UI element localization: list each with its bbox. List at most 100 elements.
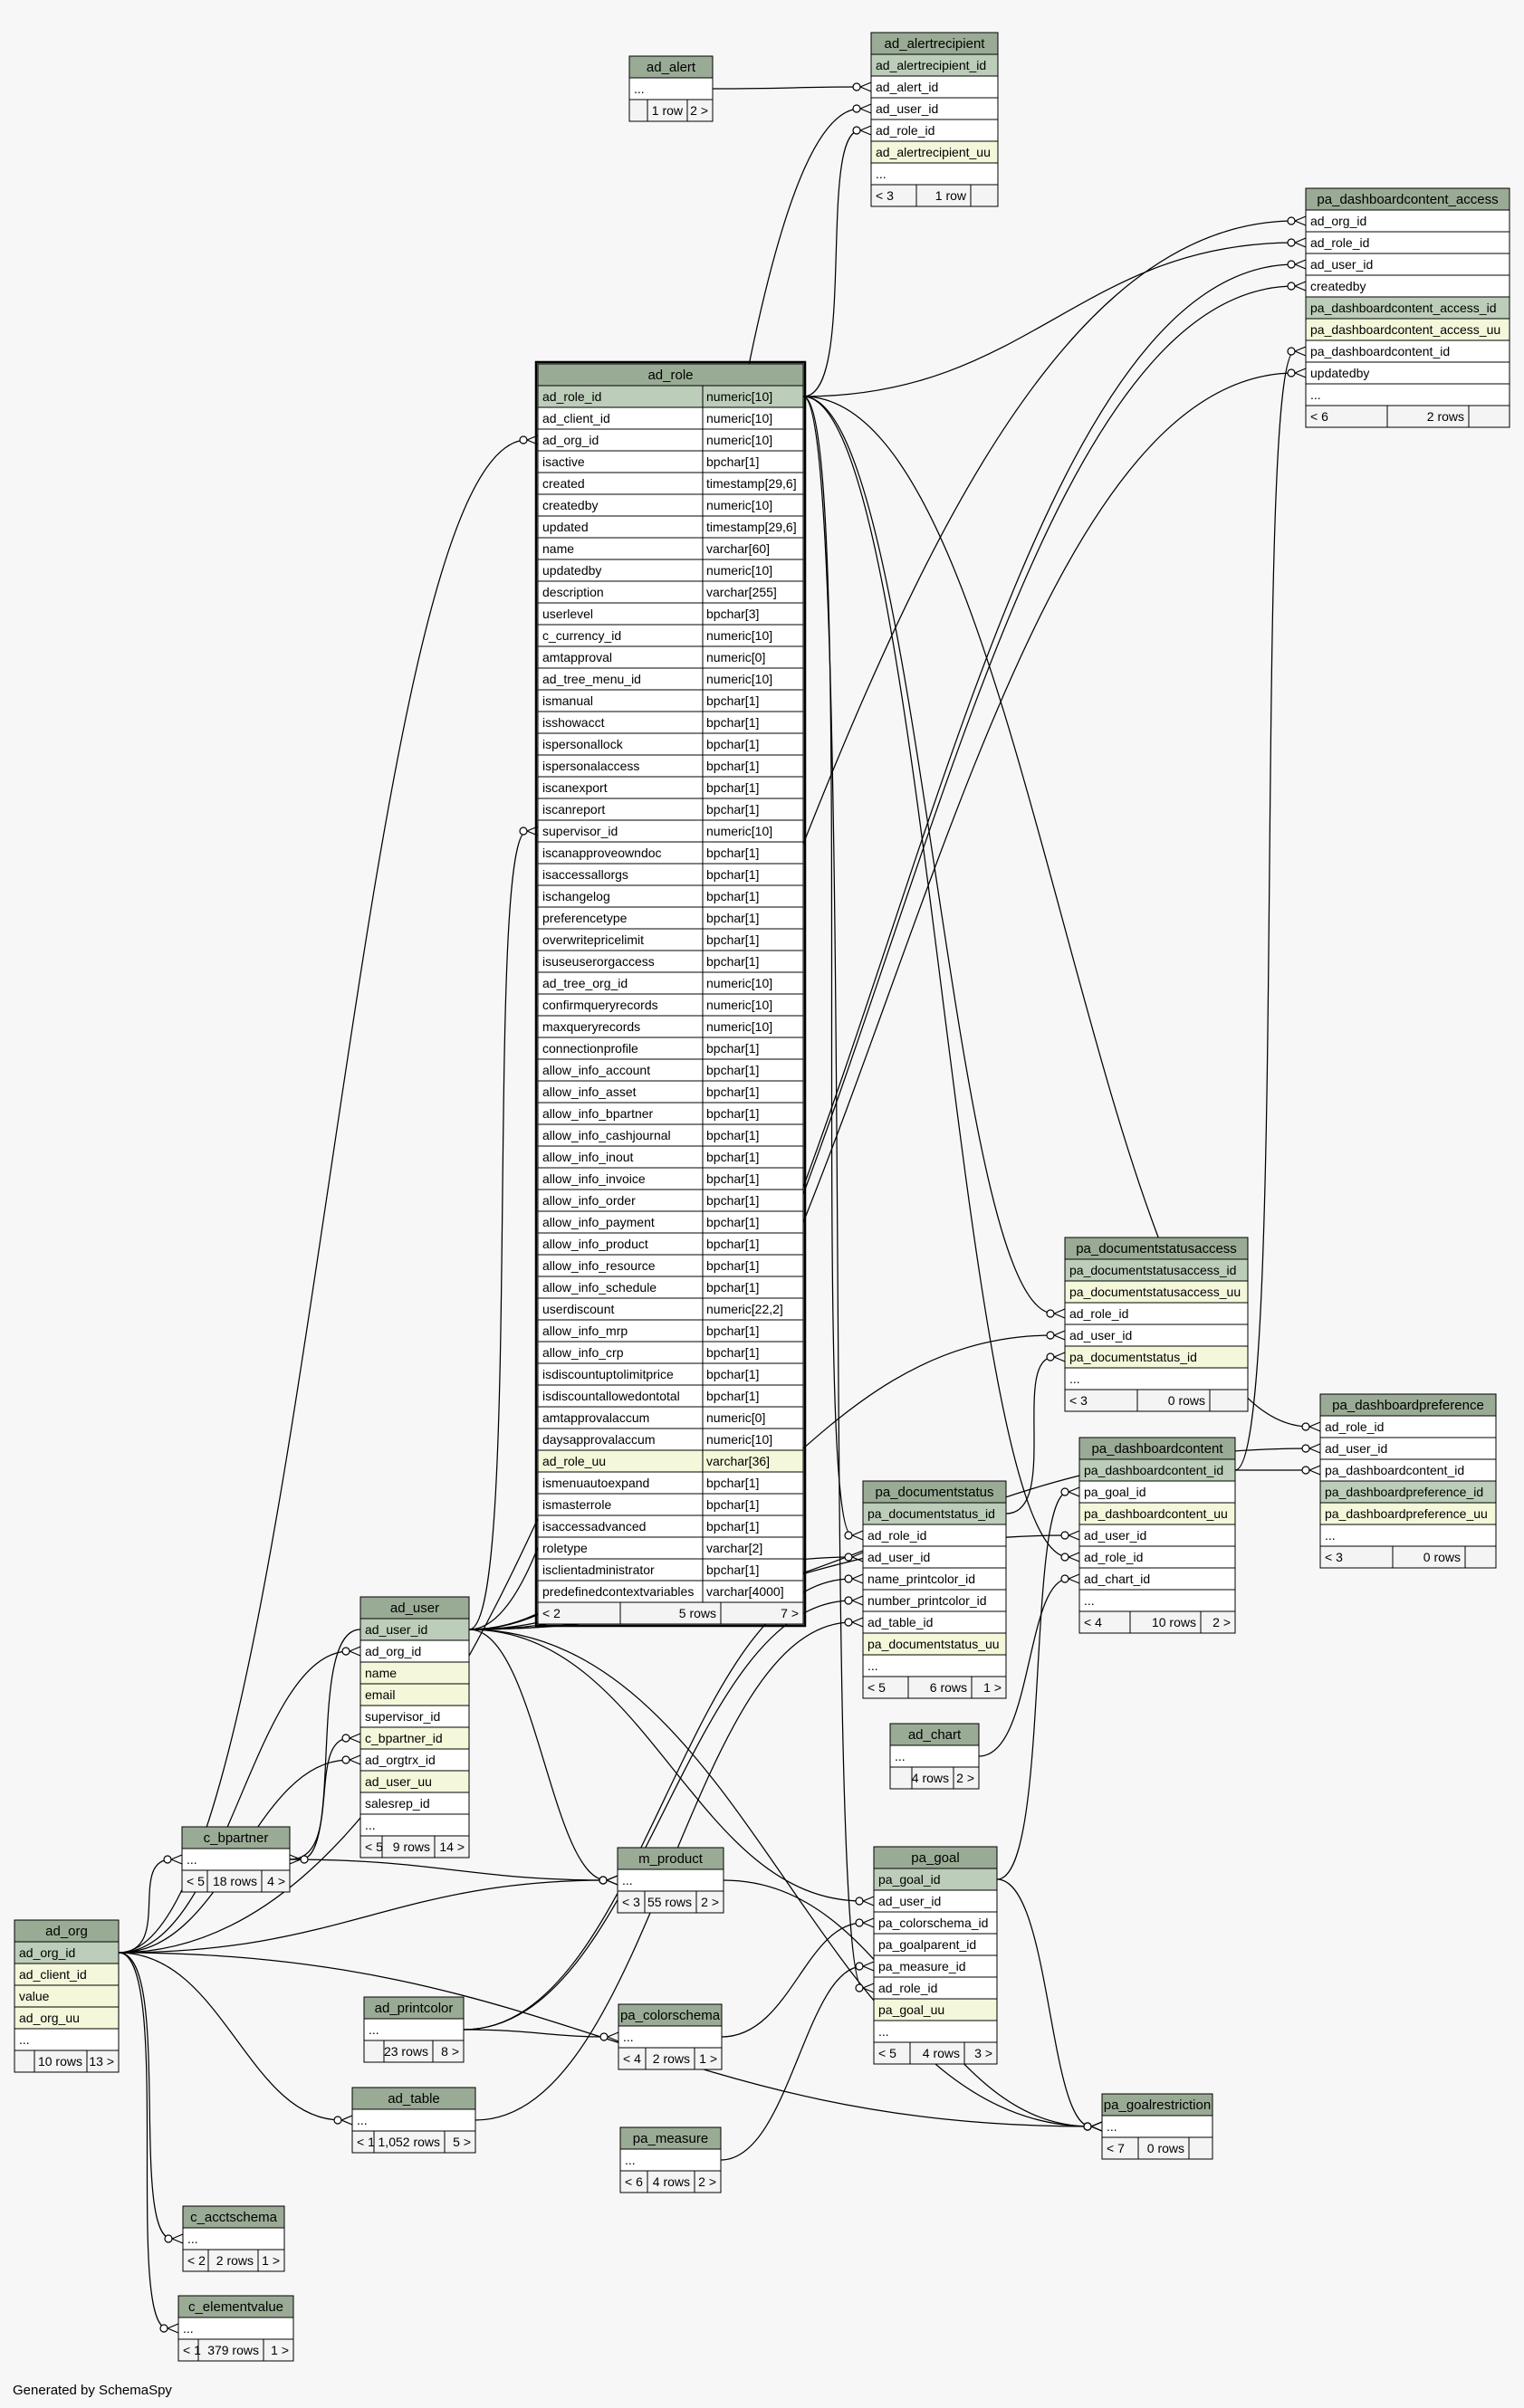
footer-children-link[interactable]: 3 >: [974, 2046, 992, 2060]
optional-circle-marker: [163, 1855, 172, 1864]
crows-foot-marker: [167, 2327, 179, 2334]
optional-circle-marker: [844, 1618, 853, 1627]
column-type: bpchar[1]: [706, 737, 759, 751]
footer-parents-link[interactable]: < 6: [625, 2174, 643, 2189]
column-row: [537, 1037, 804, 1060]
footer-parents-link[interactable]: < 2: [187, 2253, 206, 2268]
footer-children-link[interactable]: 13 >: [89, 2054, 114, 2069]
footer-parents-link[interactable]: < 5: [365, 1839, 383, 1854]
footer-children-link[interactable]: 2 >: [956, 1771, 974, 1785]
table-header: [873, 1846, 998, 1869]
column-row: [537, 1471, 804, 1495]
footer-parents-link[interactable]: < 4: [1084, 1615, 1102, 1629]
footer-children-link[interactable]: 2 >: [1212, 1615, 1231, 1629]
table-ad_org[interactable]: ad_orgad_org_idad_client_idvaluead_org_u…: [14, 1919, 120, 2073]
column-name: ad_alertrecipient_id: [876, 58, 986, 72]
column-name: iscanexport: [542, 780, 608, 795]
table-pa_documentstatusaccess[interactable]: pa_documentstatusaccesspa_documentstatus…: [1064, 1237, 1249, 1412]
footer-children-link[interactable]: 7 >: [781, 1606, 799, 1620]
footer-children-link[interactable]: 2 >: [690, 103, 708, 118]
column-row: [537, 1210, 804, 1234]
footer-children-link[interactable]: 2 >: [698, 2174, 716, 2189]
footer-children-link[interactable]: 4 >: [267, 1874, 285, 1888]
table-footer: [1319, 1545, 1497, 1569]
column-name: supervisor_id: [365, 1709, 440, 1724]
table-pa_documentstatus[interactable]: pa_documentstatuspa_documentstatus_idad_…: [862, 1480, 1007, 1699]
footer-parents-link[interactable]: < 6: [1310, 409, 1328, 424]
footer-parents-link[interactable]: < 7: [1107, 2141, 1125, 2155]
column-name: ismanual: [542, 693, 593, 708]
table-pa_goal[interactable]: pa_goalpa_goal_idad_user_idpa_colorschem…: [873, 1846, 998, 2065]
table-ad_alertrecipient[interactable]: ad_alertrecipientad_alertrecipient_idad_…: [870, 32, 999, 207]
crows-foot-marker: [859, 103, 872, 110]
column-row: [862, 1589, 1007, 1612]
footer-parents-link[interactable]: < 1: [357, 2135, 375, 2149]
footer-children-link[interactable]: 5 >: [453, 2135, 471, 2149]
table-pa_dashboardcontent[interactable]: pa_dashboardcontentpa_dashboardcontent_i…: [1078, 1437, 1236, 1634]
footer-children-link[interactable]: 1 >: [699, 2051, 717, 2066]
crows-foot-marker: [1068, 1486, 1080, 1493]
table-pa_dashboardcontent_access[interactable]: pa_dashboardcontent_accessad_org_idad_ro…: [1305, 187, 1510, 428]
footer-parents-link[interactable]: < 4: [623, 2051, 641, 2066]
optional-circle-marker: [341, 1755, 350, 1764]
column-name: ad_user_id: [365, 1622, 427, 1637]
relationship-edge: [118, 1859, 172, 1954]
crows-foot-marker: [862, 1987, 875, 1993]
column-name: allow_info_order: [542, 1193, 636, 1208]
relationship-edge: [118, 1952, 342, 2121]
footer-children-link[interactable]: 14 >: [439, 1839, 465, 1854]
footer-parents-link[interactable]: < 2: [542, 1606, 561, 1620]
table-footer: [618, 2047, 723, 2070]
optional-circle-marker: [1046, 1331, 1055, 1340]
relationship-edge: [802, 396, 1055, 1314]
table-header: [889, 1723, 980, 1746]
table-pa_dashboardpreference[interactable]: pa_dashboardpreferencead_role_idad_user_…: [1319, 1393, 1497, 1569]
table-footer: [1078, 1610, 1236, 1634]
column-name: isdiscountallowedontotal: [542, 1389, 680, 1403]
column-name: amtapproval: [542, 650, 612, 664]
relationship-edge: [468, 1629, 608, 1881]
footer-parents-link[interactable]: < 5: [187, 1874, 205, 1888]
crows-foot-marker: [862, 1922, 875, 1928]
footer-parents-link[interactable]: < 3: [622, 1895, 640, 1909]
footer-children-link[interactable]: 2 >: [701, 1895, 719, 1909]
footer-children-link[interactable]: 1 >: [262, 2253, 280, 2268]
column-row: [1305, 383, 1510, 406]
footer-children-link[interactable]: 1 >: [983, 1680, 1002, 1695]
optional-circle-marker: [1287, 216, 1296, 225]
table-header: [359, 1596, 470, 1620]
column-type: bpchar[1]: [706, 1085, 759, 1099]
table-title: pa_dashboardcontent: [1091, 1441, 1223, 1457]
column-row: [1078, 1480, 1236, 1504]
column-type: bpchar[1]: [706, 715, 759, 730]
footer-parents-link[interactable]: < 5: [878, 2046, 896, 2060]
footer-parents-link[interactable]: < 5: [867, 1680, 886, 1695]
optional-circle-marker: [1287, 282, 1296, 291]
footer-parents-link[interactable]: < 3: [876, 188, 894, 203]
column-name: allow_info_crp: [542, 1345, 624, 1360]
table-ad_user[interactable]: ad_userad_user_idad_org_idnameemailsuper…: [359, 1596, 470, 1859]
column-name: ad_role_id: [1084, 1550, 1143, 1564]
footer-parents-link[interactable]: < 1: [183, 2343, 201, 2357]
crows-foot-marker: [170, 1854, 183, 1860]
footer-parents-link[interactable]: < 3: [1069, 1393, 1088, 1408]
footer-children-link[interactable]: 8 >: [441, 2044, 459, 2059]
column-type: bpchar[3]: [706, 607, 759, 621]
footer-row-count: 4 rows: [912, 1771, 949, 1785]
footer-children-link[interactable]: 1 >: [271, 2343, 289, 2357]
footer-parents-link[interactable]: < 3: [1325, 1550, 1343, 1564]
column-row: [359, 1748, 470, 1772]
